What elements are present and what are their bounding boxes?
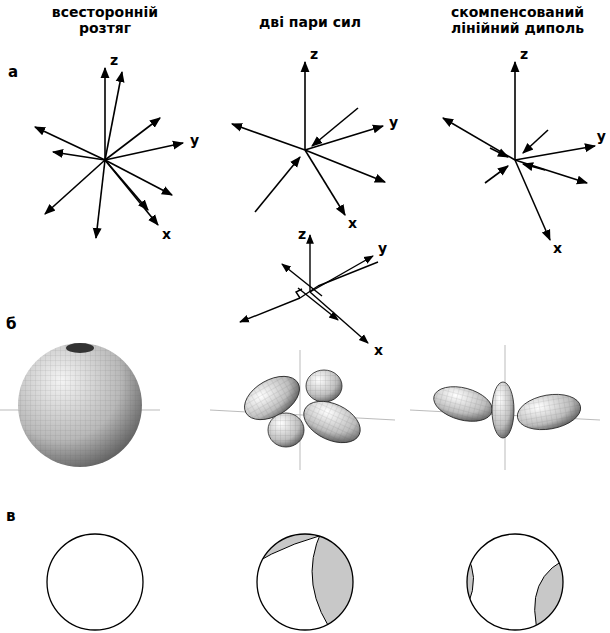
double-couple: [240, 235, 378, 343]
force-arrows: [232, 62, 385, 215]
axis-label: x: [553, 240, 562, 256]
beachballs: [47, 520, 580, 633]
column-heading: всесторонній розтяг: [40, 4, 170, 36]
axis-label: y: [190, 132, 199, 148]
axis-label: z: [310, 46, 318, 62]
row-letter: б: [6, 316, 16, 333]
axis-label: y: [378, 240, 387, 256]
axis-label: y: [389, 114, 398, 130]
axis-label: y: [597, 128, 606, 144]
row-letter: в: [6, 508, 16, 525]
force-arrows: [443, 62, 595, 240]
row-letter: а: [8, 64, 18, 81]
axis-label: z: [520, 46, 528, 62]
radiation-patterns: [0, 343, 600, 470]
axis-label: z: [298, 226, 306, 242]
column-heading: скомпенсований лінійний диполь: [430, 4, 605, 36]
axis-label: z: [110, 52, 118, 68]
column-heading: дві пари сил: [240, 14, 380, 30]
axis-label: x: [162, 226, 171, 242]
force-arrows: [35, 68, 183, 238]
axis-label: x: [348, 215, 357, 231]
axis-label: x: [374, 342, 383, 358]
